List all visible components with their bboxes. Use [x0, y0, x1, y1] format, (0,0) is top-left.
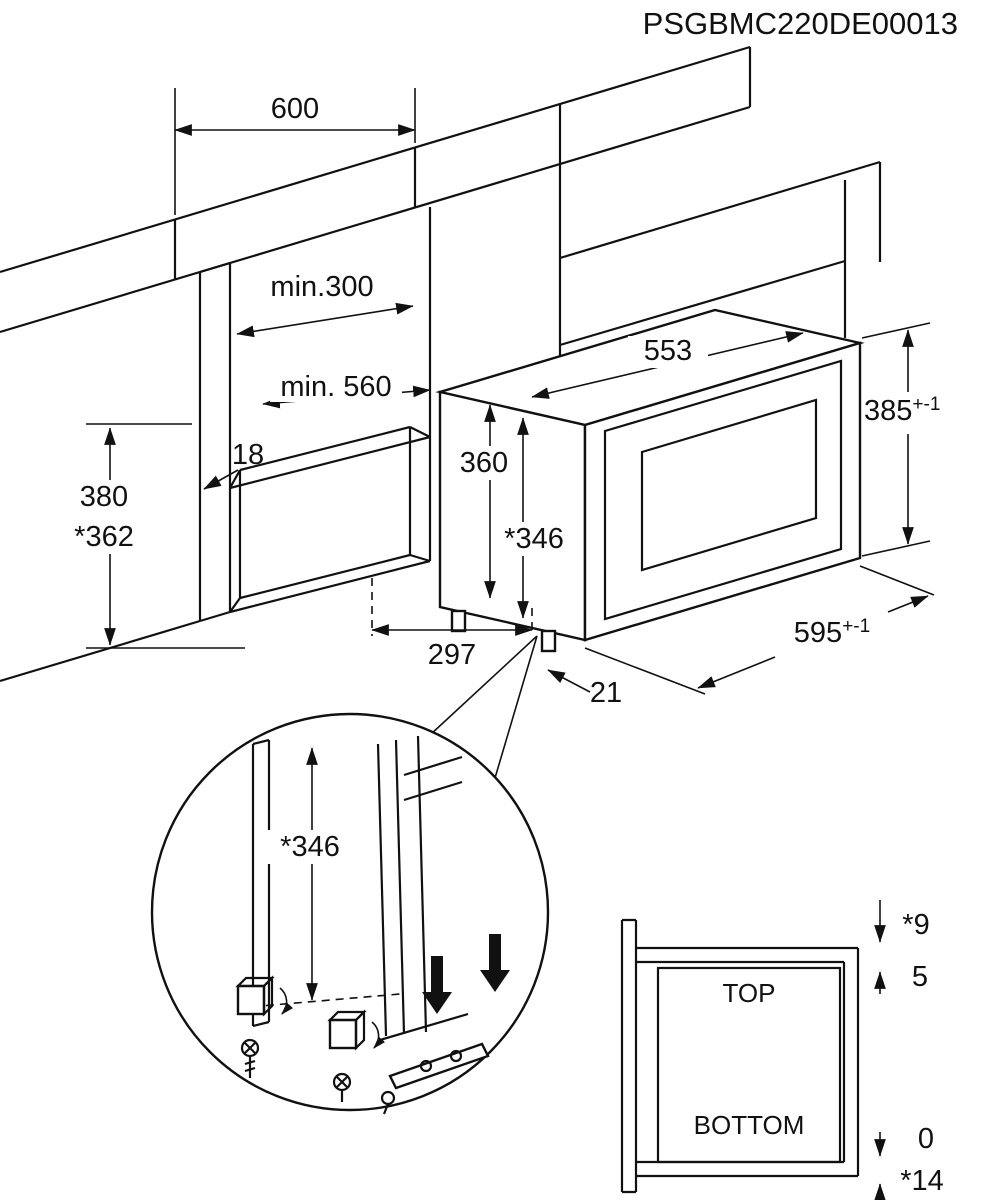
dim-label-600: 600	[271, 93, 319, 125]
extension-line-595	[859, 565, 935, 596]
dimension-arrow-min300	[236, 302, 414, 338]
detail-panel-bottom	[252, 1020, 270, 1028]
niche-corner-line	[409, 426, 431, 438]
right-cabinet-top-edge	[559, 160, 881, 260]
niche-corner-line	[409, 553, 431, 563]
detail-door-edge	[416, 735, 428, 1033]
screw-slot	[244, 1042, 256, 1054]
extension-line-385	[861, 540, 931, 557]
counter-top-edge	[0, 45, 751, 274]
fixing-block-side	[354, 1009, 366, 1051]
dimension-arrow-18	[203, 469, 239, 490]
dim-label-360: 360	[460, 447, 508, 479]
label-backing	[450, 446, 518, 480]
schematic-label-top: TOP	[723, 978, 776, 1008]
rail-screw-icon	[449, 1049, 463, 1063]
schematic-dim-label-9: *9	[902, 909, 929, 941]
press-down-arrow-icon	[422, 956, 452, 1014]
detail-oven-edge	[394, 739, 406, 1035]
schematic-dim-label-14: *14	[900, 1165, 944, 1197]
schematic-oven-outline	[656, 966, 842, 1164]
detail-window-line	[403, 755, 463, 777]
detail-dim-label-346: *346	[280, 831, 340, 863]
dim-label-595: 595+-1	[794, 616, 870, 649]
dim-label-362: *362	[74, 521, 134, 553]
fixing-block	[328, 1018, 358, 1050]
dim-label-553: 553	[644, 335, 692, 367]
side-panel-top	[199, 261, 231, 274]
counter-bottom-edge	[0, 105, 751, 334]
detail-panel-top	[252, 738, 270, 746]
oven-door-window	[640, 398, 818, 572]
label-backing	[270, 370, 402, 402]
schematic-top-wall	[636, 946, 858, 964]
rotate-arrow-icon	[371, 1021, 386, 1049]
screw-thread	[244, 1059, 256, 1073]
dimension-arrow-21	[547, 669, 591, 693]
niche-back-ceiling	[239, 425, 411, 472]
niche-back-floor	[239, 553, 411, 600]
extension-line-595	[584, 647, 706, 695]
niche-corner-line	[229, 469, 241, 489]
side-panel-bottom	[199, 610, 231, 623]
schematic-dim-label-0: 0	[918, 1123, 934, 1155]
callout-line	[494, 635, 538, 779]
dimension-arrow-595	[697, 656, 776, 689]
label-backing	[628, 336, 708, 368]
detail-circle	[150, 712, 550, 1112]
detail-callout-lines	[429, 635, 538, 779]
niche-corner-line	[229, 597, 241, 613]
dim-label-297: 297	[428, 639, 476, 671]
dim-label-380: 380	[80, 481, 128, 513]
rotate-arrow-icon	[279, 987, 294, 1015]
oven-foot	[450, 609, 467, 633]
schematic-bottom-wall	[636, 1160, 858, 1178]
callout-line	[429, 635, 538, 736]
dim-label-385: 385+-1	[864, 394, 940, 427]
dimension-arrow-595	[887, 595, 929, 613]
fixing-block-side	[262, 975, 274, 1017]
label-backing	[492, 522, 576, 556]
schematic-dim-label-5: 5	[912, 961, 928, 993]
oven-foot	[540, 629, 557, 653]
label-backing	[256, 830, 364, 864]
schematic-right-wall	[842, 948, 860, 1176]
detail-window-line	[403, 780, 463, 802]
dim-label-21: 21	[590, 677, 622, 709]
label-backing	[54, 480, 154, 554]
oven-bay-top-edge	[559, 259, 846, 347]
base-floor-edge	[0, 619, 201, 683]
dim-label-346: *346	[504, 523, 564, 555]
schematic-left-wall	[620, 918, 638, 1194]
press-down-arrow-icon	[480, 934, 510, 992]
detail-view	[150, 712, 550, 1115]
dim-label-min560: min. 560	[280, 371, 391, 403]
detail-oven-edge	[376, 743, 388, 1037]
drawing-title: PSGBMC220DE00013	[643, 6, 958, 41]
extension-line-385	[861, 322, 931, 339]
fixing-block	[236, 984, 266, 1016]
oven-left-face	[438, 390, 587, 642]
rail-screw-icon	[419, 1059, 433, 1073]
niche-ceiling-edge	[229, 435, 431, 490]
dim-label-min300: min.300	[270, 271, 373, 303]
detail-oven-bottom-edge	[379, 1012, 469, 1042]
screw-shaft	[382, 1103, 390, 1115]
niche-floor-edge	[229, 559, 431, 614]
schematic-label-bottom: BOTTOM	[694, 1110, 805, 1140]
dim-label-18: 18	[232, 439, 264, 471]
screw-slot	[336, 1076, 348, 1088]
installation-schematic	[620, 900, 886, 1200]
